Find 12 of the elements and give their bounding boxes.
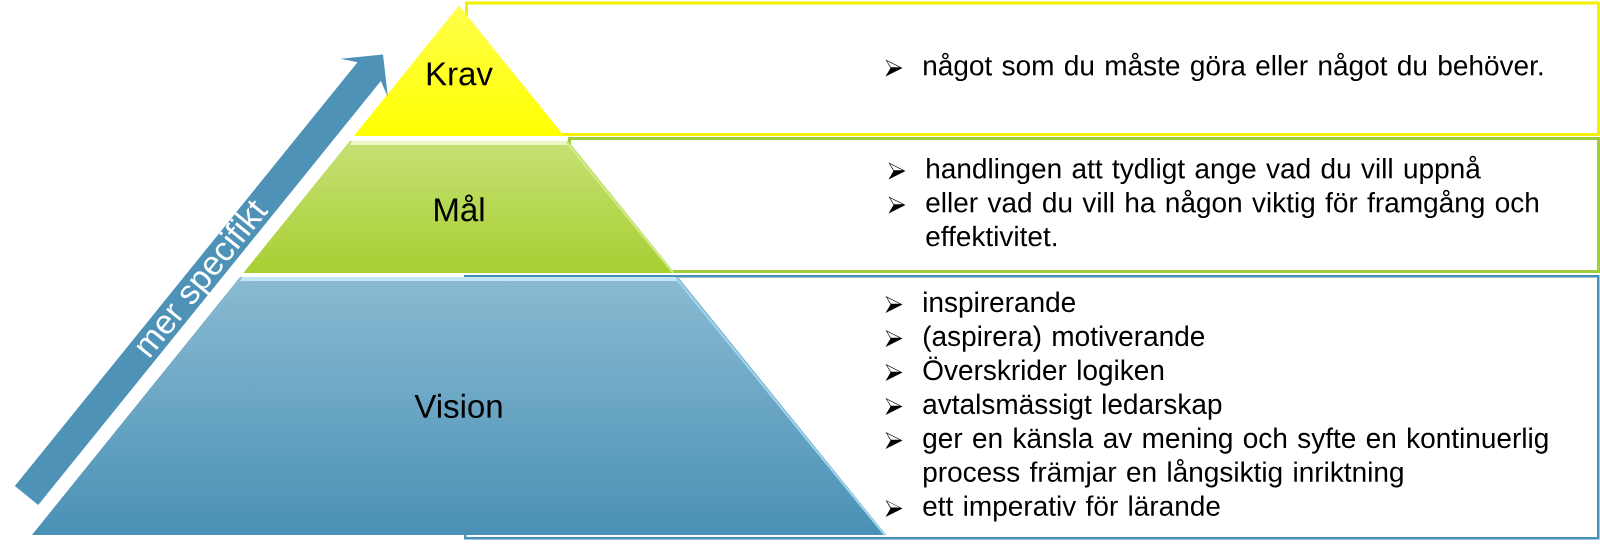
bullet-text: ett imperativ för lärande	[923, 495, 1220, 522]
bullet-text: handlingen att tydligt ange vad du vill uppnå	[927, 155, 1481, 185]
bullet-text: (aspirera) motiverande	[923, 325, 1205, 352]
bullet-text: avtalsmässigt ledarskap	[923, 393, 1222, 420]
bullet-text: något som du måste göra eller något du behöver.	[924, 52, 1543, 82]
bullet-text: Överskrider logiken	[923, 356, 1164, 386]
bullet-text: eller vad du vill ha någon viktig för framgång och effektivitet.	[926, 189, 1538, 247]
pyramid-tier	[354, 6, 564, 136]
tier-label: Mål	[435, 194, 484, 222]
tier-label: Krav	[427, 62, 493, 86]
bullet-text: inspirerande	[924, 291, 1075, 318]
tier-label: Vision	[414, 393, 502, 419]
